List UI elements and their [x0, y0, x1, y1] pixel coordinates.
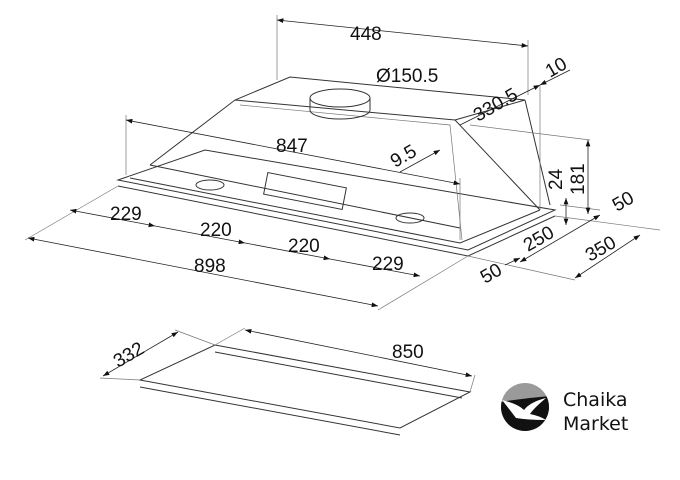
- dim-seg-2: 220: [200, 220, 232, 241]
- dim-cutout-width: 850: [392, 342, 424, 363]
- dim-rear-margin: 50: [609, 188, 638, 217]
- dim-top-width: 448: [350, 24, 382, 45]
- dim-front-margin: 50: [477, 260, 506, 289]
- seagull-icon: [501, 383, 549, 431]
- dim-inner-width: 847: [276, 136, 308, 157]
- dim-seg-3: 220: [288, 236, 320, 257]
- dim-total-depth: 350: [582, 232, 620, 266]
- dim-duct-diameter: Ø150.5: [376, 66, 438, 87]
- chaika-market-logo: Chaika Market: [501, 383, 628, 435]
- dimension-lines: [24, 15, 661, 311]
- dim-seg-1: 229: [110, 204, 142, 225]
- dim-seg-4: 229: [372, 254, 404, 275]
- dim-inner-depth: 250: [520, 222, 558, 256]
- dim-frame-height: 24: [546, 168, 567, 190]
- dim-total-width: 898: [194, 256, 226, 277]
- dim-total-height: 181: [568, 163, 589, 195]
- dim-top-depth: 330.5: [470, 84, 522, 126]
- dim-front-offset: 9.5: [387, 141, 420, 172]
- cutout-outline: [99, 327, 476, 436]
- logo-text-line2: Market: [563, 413, 628, 435]
- logo-text-line1: Chaika: [563, 389, 628, 411]
- dim-rear-offset: 10: [542, 54, 571, 83]
- dim-cutout-depth: 332: [110, 338, 148, 372]
